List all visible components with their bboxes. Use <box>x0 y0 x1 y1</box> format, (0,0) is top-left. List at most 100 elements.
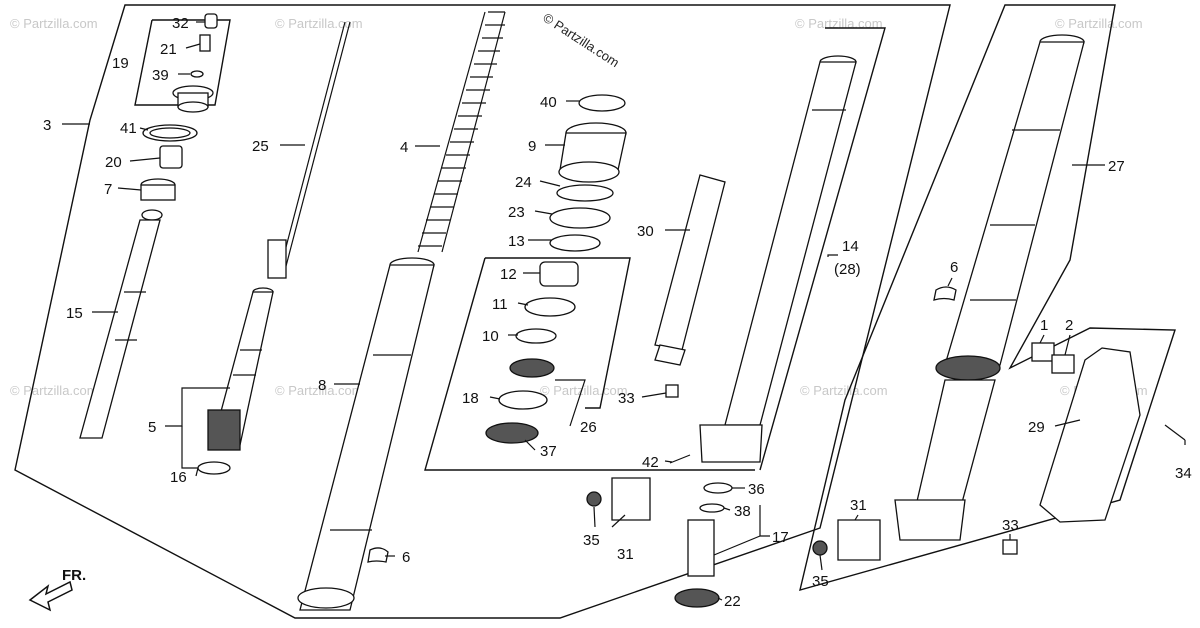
spring-4 <box>417 11 506 253</box>
callout-23: 23 <box>508 204 525 221</box>
part-20-nut <box>159 145 183 169</box>
callout-29: 29 <box>1028 419 1045 436</box>
callout-2: 2 <box>1065 317 1073 334</box>
callout-32: 32 <box>172 15 189 32</box>
callout-40: 40 <box>540 94 557 111</box>
part-38-ring <box>699 503 725 513</box>
callout-30: 30 <box>637 223 654 240</box>
watermark: © Partzilla.com <box>10 16 98 31</box>
callout-14: 14 <box>842 238 859 255</box>
part-13-clip <box>549 234 601 252</box>
spring-coils <box>418 11 505 247</box>
part-35b-nut <box>812 540 828 556</box>
part-14-tube <box>724 61 857 426</box>
callout-15: 15 <box>66 305 83 322</box>
callout-42: 42 <box>642 454 659 471</box>
part-35a-nut <box>586 491 602 507</box>
part-seal <box>509 358 555 378</box>
callout-18: 18 <box>462 390 479 407</box>
part-31b-clamp <box>837 519 881 561</box>
callout-36: 36 <box>748 481 765 498</box>
part-8-bottom <box>297 587 355 609</box>
part-15-rod <box>79 219 161 439</box>
main-group-frame <box>14 4 951 619</box>
part-6b-clip <box>933 286 957 301</box>
seal-group <box>485 94 627 444</box>
part-1 <box>1031 342 1055 362</box>
callouts: 32 21 19 39 3 41 20 7 15 5 16 25 4 8 6 4… <box>43 15 1192 610</box>
watermark-main: © Partzilla.com <box>540 10 622 70</box>
watermark: © Partzilla.com <box>1055 16 1143 31</box>
guard-30 <box>654 174 726 398</box>
part-2 <box>1051 354 1075 374</box>
callout-35a: 35 <box>583 532 600 549</box>
part-6-clip <box>367 547 389 563</box>
part-24-ring <box>556 184 614 202</box>
callout-27: 27 <box>1108 158 1125 175</box>
lower-parts <box>586 477 733 608</box>
callout-1: 1 <box>1040 317 1048 334</box>
part-27-lower <box>914 379 996 511</box>
callout-39: 39 <box>152 67 169 84</box>
part-31a-clamp <box>611 477 651 521</box>
callout-6a: 6 <box>402 549 410 566</box>
callout-7: 7 <box>104 181 112 198</box>
callout-41: 41 <box>120 120 137 137</box>
callout-34: 34 <box>1175 465 1192 482</box>
sub-frame-27 <box>799 4 1176 591</box>
part-39-oring <box>190 70 204 78</box>
front-indicator-label: FR. <box>62 567 86 584</box>
callout-11: 11 <box>492 296 508 313</box>
front-arrow-icon <box>28 580 73 612</box>
callout-13: 13 <box>508 233 525 250</box>
sub-frame-19 <box>134 19 231 106</box>
part-cap-bolt-bottom <box>177 101 209 113</box>
callout-10: 10 <box>482 328 499 345</box>
part-29-guard <box>1039 347 1141 523</box>
callout-3: 3 <box>43 117 51 134</box>
left-column-parts <box>79 13 351 475</box>
callout-8: 8 <box>318 377 326 394</box>
group-frames <box>14 4 1176 619</box>
callout-37: 37 <box>540 443 557 460</box>
callout-12: 12 <box>500 266 517 283</box>
part-8-tube <box>299 264 435 611</box>
inner-tube-14 <box>669 55 857 464</box>
part-16-clip <box>197 461 231 475</box>
callout-22: 22 <box>724 593 741 610</box>
right-fork-27 <box>812 34 1186 561</box>
watermark: © Partzilla.com <box>275 16 363 31</box>
part-40-ring <box>578 94 626 112</box>
callout-33b: 33 <box>1002 517 1019 534</box>
front-arrow: FR. <box>28 567 86 612</box>
callout-33a: 33 <box>618 390 635 407</box>
part-18-ring <box>498 390 548 410</box>
callout-31a: 31 <box>617 546 634 563</box>
part-32-cap <box>204 13 218 29</box>
part-30-guard <box>654 174 726 351</box>
part-7-body <box>140 184 176 201</box>
callout-17: 17 <box>772 529 789 546</box>
part-22-nut <box>674 588 720 608</box>
callout-6b: 6 <box>950 259 958 276</box>
callout-16: 16 <box>170 469 187 486</box>
sub-frame-26 <box>485 257 631 409</box>
callout-4: 4 <box>400 139 408 156</box>
part-15-top <box>141 209 163 221</box>
sub-frame-26-bottom <box>424 257 755 471</box>
part-11-bushing <box>524 297 576 317</box>
part-25-end <box>267 239 287 279</box>
part-41-ring-inner <box>149 127 191 139</box>
callout-20: 20 <box>105 154 122 171</box>
watermark: © Partzilla.com <box>800 383 888 398</box>
part-25-rod <box>279 21 346 271</box>
part-36-ring <box>703 482 733 494</box>
part-14-axle-holder <box>699 424 763 463</box>
part-27-seal <box>935 355 1001 381</box>
callout-38: 38 <box>734 503 751 520</box>
callout-26: 26 <box>580 419 597 436</box>
part-23-washer <box>549 207 611 229</box>
guard-29 <box>1039 347 1141 523</box>
part-33-bolt <box>665 384 679 398</box>
part-27-axle <box>894 499 966 541</box>
